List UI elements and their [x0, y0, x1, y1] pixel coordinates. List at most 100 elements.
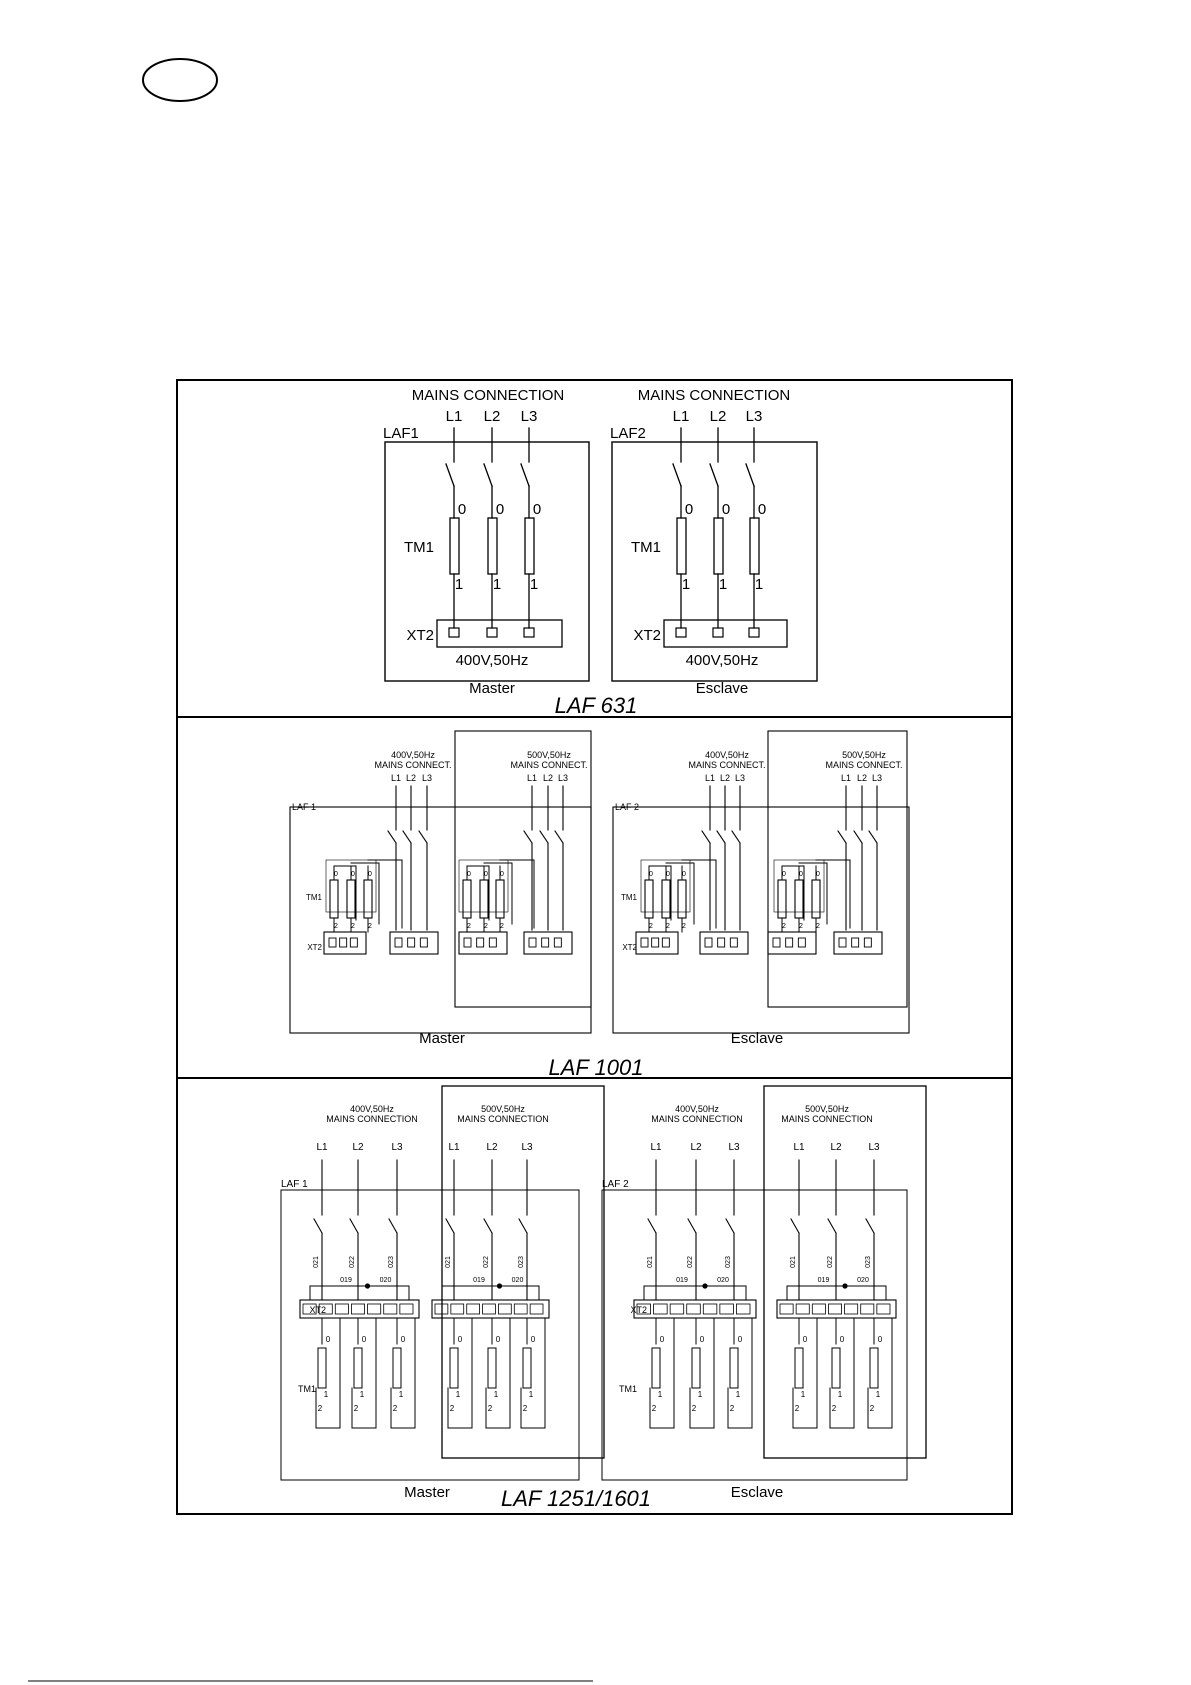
terminal-two-label: 2	[832, 1404, 837, 1413]
500v-compartment	[763, 1085, 927, 1459]
unit-name-label: LAF 2	[615, 802, 639, 812]
500v-compartment	[441, 1085, 605, 1459]
terminal-one-label: 1	[529, 1390, 534, 1399]
switch-contact	[313, 1218, 323, 1234]
phase-label-l2: L2	[710, 408, 727, 425]
bridge-020-label: 020	[717, 1277, 729, 1284]
terminal-zero-label: 0	[782, 871, 786, 878]
tm1-winding	[831, 1347, 841, 1389]
phase-label-l1: L1	[446, 408, 463, 425]
unit-role-label: Esclave	[731, 1030, 784, 1047]
tm1-winding	[713, 517, 724, 575]
xt2-terminal	[334, 1303, 349, 1315]
terminal-two-label: 2	[488, 1404, 493, 1413]
xt2-terminal	[669, 1303, 685, 1315]
xt2-terminal-block	[323, 931, 367, 955]
xt2-terminal	[349, 937, 358, 948]
tm1-label: TM1	[404, 539, 434, 556]
xt2-terminal	[419, 937, 428, 948]
switch-contact	[445, 1218, 455, 1234]
xt2-terminal-block	[663, 619, 788, 648]
xt2-terminal	[785, 937, 794, 948]
xt2-terminal	[851, 937, 860, 948]
phase-label: L3	[558, 773, 568, 783]
xt2-terminal	[448, 627, 460, 638]
tm1-winding	[676, 517, 687, 575]
mains-400v-label: 400V,50Hz	[350, 1104, 394, 1114]
xt2-terminal	[748, 627, 760, 638]
xt2-terminal	[772, 937, 781, 948]
xt2-terminal	[779, 1303, 794, 1315]
phase-label: L3	[872, 773, 882, 783]
junction-dot	[496, 1283, 503, 1289]
unit-name-label: LAF 1	[292, 802, 316, 812]
xt2-terminal	[463, 937, 472, 948]
tm1-winding	[691, 1347, 701, 1389]
xt2-terminal	[704, 937, 713, 948]
wire-number-label: 023	[865, 1256, 872, 1268]
terminal-two-label: 2	[334, 923, 338, 930]
switch-contact	[647, 1218, 657, 1234]
unit-role-label: Master	[469, 680, 515, 697]
terminal-zero-label: 0	[840, 1335, 845, 1344]
wire-number-label: 021	[790, 1256, 797, 1268]
xt2-terminal	[367, 1303, 382, 1315]
tm1-group-outline	[325, 859, 377, 913]
switch-contact	[701, 830, 711, 844]
xt2-terminal	[482, 1303, 496, 1315]
terminal-zero-label: 0	[666, 871, 670, 878]
xt2-terminal-block	[767, 931, 817, 955]
phase-label: L2	[690, 1142, 702, 1153]
unit-role-label: Master	[404, 1484, 450, 1501]
terminal-two-label: 2	[870, 1404, 875, 1413]
switch-contact	[790, 1218, 800, 1234]
mains-400v-connection-label: MAINS CONNECTION	[651, 1114, 743, 1124]
bridge-019-label: 019	[676, 1277, 688, 1284]
terminal-zero-label: 0	[467, 871, 471, 878]
terminal-two-label: 2	[730, 1404, 735, 1413]
phase-label: L2	[543, 773, 553, 783]
section-title-laf-1001: LAF 1001	[548, 1055, 643, 1080]
phase-label: L1	[705, 773, 715, 783]
language-badge	[142, 58, 218, 102]
terminal-zero-label: 0	[799, 871, 803, 878]
xt2-terminal	[383, 1303, 398, 1315]
terminal-one-label: 1	[399, 1390, 404, 1399]
switch-contact	[523, 830, 533, 844]
terminal-zero-label: 0	[738, 1335, 743, 1344]
tm1-winding	[522, 1347, 532, 1389]
terminal-zero-label: 0	[682, 871, 686, 878]
unit-name-label: LAF2	[610, 425, 646, 442]
terminal-zero-label: 0	[368, 871, 372, 878]
xt2-terminal	[717, 937, 726, 948]
switch-contact	[709, 463, 719, 487]
switch-contact	[445, 463, 455, 487]
xt2-terminal	[838, 937, 847, 948]
xt2-terminal	[686, 1303, 701, 1315]
phase-label: L1	[391, 773, 401, 783]
switch-contact	[387, 830, 397, 844]
xt2-terminal	[553, 937, 562, 948]
terminal-two-label: 2	[484, 923, 488, 930]
xt2-terminal-block	[523, 931, 573, 955]
bridge-019-label: 019	[818, 1277, 830, 1284]
switch-contact	[554, 830, 564, 844]
tm1-winding	[487, 517, 498, 575]
xt2-terminal-strip	[633, 1299, 757, 1319]
switch-contact	[865, 1218, 875, 1234]
tm1-winding	[794, 1347, 804, 1389]
switch-contact	[837, 830, 847, 844]
terminal-zero-label: 0	[458, 1335, 463, 1344]
xt2-label: XT2	[622, 943, 637, 952]
xt2-terminal	[795, 1303, 810, 1315]
switch-contact	[716, 830, 726, 844]
terminal-one-label: 1	[530, 576, 538, 593]
switch-contact	[388, 1218, 398, 1234]
switch-contact	[483, 463, 493, 487]
phase-label: L1	[448, 1142, 460, 1153]
wire-number-label: 021	[313, 1256, 320, 1268]
xt2-terminal	[651, 937, 660, 948]
terminal-zero-label: 0	[496, 501, 504, 518]
